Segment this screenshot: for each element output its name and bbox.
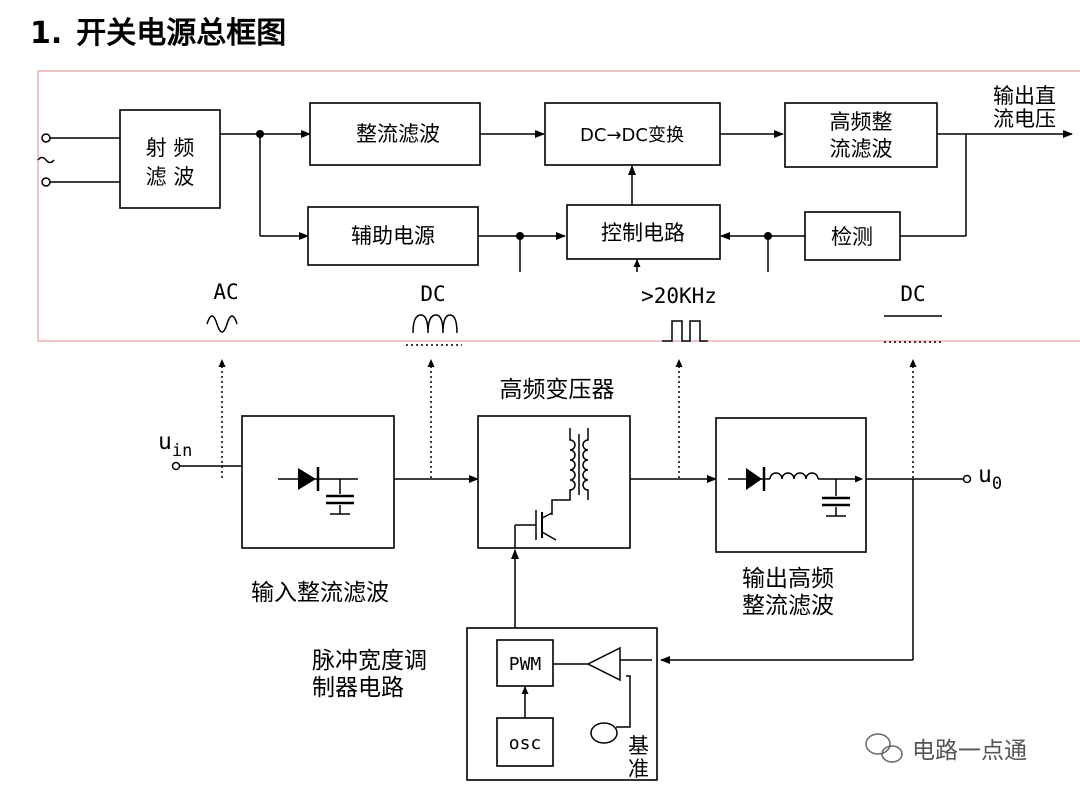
reference-label-1: 基	[628, 734, 649, 758]
reference-source-icon	[590, 722, 618, 744]
hf-rectifier-label-1: 高频整	[830, 110, 893, 134]
diode-inductor-capacitor-icon	[728, 467, 863, 517]
detect-box	[804, 211, 901, 261]
reference-label-2: 准	[628, 757, 649, 781]
waveform-ac: AC	[206, 280, 239, 333]
rf-filter-box	[119, 109, 221, 209]
bottom-circuit-diagram: uin 输入整流滤波 高频变压器	[158, 359, 1002, 781]
output-rectifier-label-1: 输出高频	[742, 566, 834, 592]
output-rectifier-box	[715, 417, 867, 553]
dcdc-converter-label: DC→DC变换	[580, 125, 684, 146]
rf-filter-label-1: 射 频	[146, 136, 195, 160]
transformer-switch-icon	[514, 428, 589, 548]
output-dc-label-1: 输出直	[993, 84, 1056, 108]
hf-transformer-box	[477, 415, 631, 549]
rf-filter-label-2: 滤 波	[146, 165, 195, 189]
rectified-wave-icon	[412, 314, 458, 334]
rectifier-filter-label: 整流滤波	[356, 122, 440, 146]
aux-power-box	[307, 206, 479, 266]
diode-capacitor-icon	[278, 467, 358, 515]
waveform-dc1: DC	[406, 282, 462, 346]
top-block-diagram: 射 频 滤 波 整流滤波 DC→DC变换 高频整 流滤波 输出直 流电压 辅助电…	[37, 70, 1080, 346]
dcdc-converter-box	[544, 102, 721, 166]
waveform-pulse: >20KHz	[641, 284, 717, 342]
error-amplifier-icon	[553, 646, 652, 728]
wave-freq-label: >20KHz	[641, 284, 717, 308]
pwm-block	[496, 639, 554, 687]
detect-label: 检测	[831, 225, 873, 249]
waveform-dc2: DC	[884, 282, 942, 343]
control-circuit-box	[566, 204, 721, 260]
transformer-label: 高频变压器	[500, 377, 615, 403]
wave-dc1-label: DC	[420, 282, 445, 306]
watermark: 电路一点通	[865, 733, 1027, 764]
page-title: 1. 开关电源总框图	[30, 8, 286, 52]
pwm-block-label: PWM	[509, 654, 542, 675]
hf-rectifier-box	[784, 102, 938, 168]
output-rectifier-label-2: 整流滤波	[742, 593, 834, 619]
wave-ac-label: AC	[213, 280, 238, 304]
osc-block	[496, 717, 554, 767]
ac-input-terminals	[37, 133, 120, 187]
aux-power-label: 辅助电源	[351, 224, 435, 248]
output-dc-label-2: 流电压	[993, 107, 1056, 131]
hf-rectifier-label-2: 流滤波	[830, 137, 893, 161]
pwm-circuit-label-2: 制器电路	[312, 675, 404, 701]
osc-block-label: osc	[509, 733, 542, 754]
top-frame	[37, 70, 1080, 342]
title-text: 开关电源总框图	[76, 16, 287, 51]
pwm-circuit-label-1: 脉冲宽度调	[312, 648, 427, 674]
wave-dc2-label: DC	[900, 282, 925, 306]
sine-wave-icon	[206, 315, 238, 333]
watermark-text: 电路一点通	[912, 738, 1027, 764]
input-rectifier-label: 输入整流滤波	[251, 580, 389, 606]
wechat-icon	[865, 733, 903, 763]
pulse-wave-icon	[662, 320, 708, 342]
uo-label: u0	[978, 462, 1002, 494]
control-circuit-label: 控制电路	[601, 221, 685, 245]
title-number: 1.	[30, 16, 63, 51]
uin-label: uin	[158, 429, 192, 461]
